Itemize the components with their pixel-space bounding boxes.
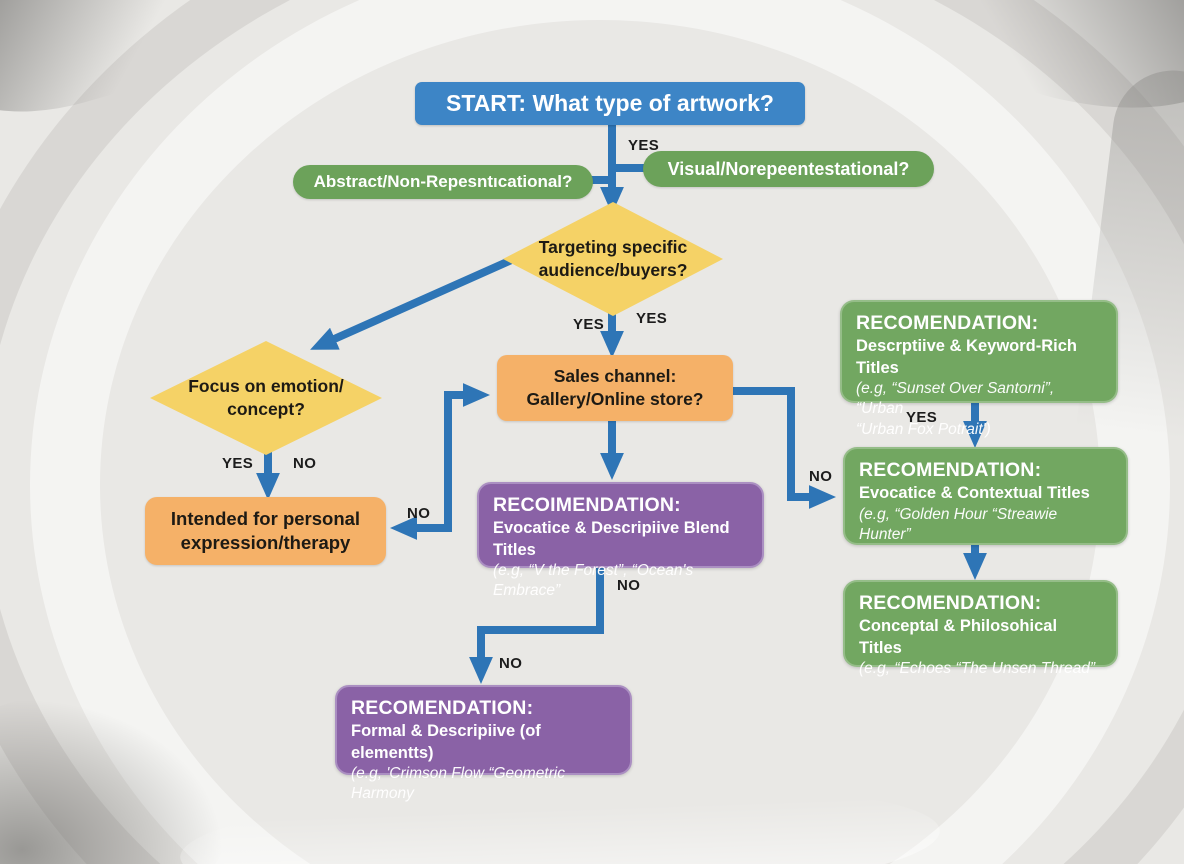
recommendation-blend-title: RECOIMENDATION: bbox=[493, 494, 681, 516]
recommendation-contextual-body: Evocatice & Contextual Titles bbox=[859, 484, 1090, 503]
recommendation-formal-title: RECOMENDATION: bbox=[351, 697, 534, 719]
label-yes-d1-left: YES bbox=[573, 316, 605, 333]
recommendation-formal-body: Formal & Descripiive (of elementts) bbox=[351, 722, 541, 762]
decision-targeting-line2: audience/buyers? bbox=[538, 260, 688, 280]
recommendation-conceptual-title: RECOMENDATION: bbox=[859, 592, 1042, 614]
branch-visual-node: Visual/Norepeentestational? bbox=[643, 151, 934, 187]
recommendation-contextual-node: RECOMENDATION: Evocatice & Contextual Ti… bbox=[843, 447, 1128, 545]
label-no-sales: NO bbox=[809, 468, 833, 485]
recommendation-blend-example: (e.g, “V the Forest”, “Ocean's Embrace” bbox=[493, 562, 694, 600]
recommendation-keyword-title: RECOMENDATION: bbox=[856, 312, 1039, 334]
personal-expression-node: Intended for personal expression/therapy bbox=[145, 497, 386, 565]
label-yes-top: YES bbox=[628, 137, 660, 154]
label-no-d2: NO bbox=[293, 455, 317, 472]
decision-focus-line1: Focus on emotion/ bbox=[188, 376, 344, 397]
decision-targeting-line1: Targeting specific bbox=[538, 237, 688, 258]
arrow-rec-blend-no-to-formal bbox=[469, 564, 604, 684]
recommendation-conceptual-example: (e.g, “Echoes “The Unsen Thread” bbox=[859, 660, 1096, 678]
sales-channel-line2: Gallery/Online store? bbox=[526, 389, 704, 409]
label-no-rec-blend: NO bbox=[617, 577, 641, 594]
recommendation-keyword-body: Descrptiive & Keyword-Rich Titles bbox=[856, 337, 1077, 377]
recommendation-keyword-node: RECOMENDATION: Descrptiive & Keyword-Ric… bbox=[840, 300, 1118, 438]
branch-abstract-node: Abstract/Non-Repesntıcational? bbox=[293, 165, 593, 199]
recommendation-blend-node: RECOIMENDATION: Evocatice & Descripiive … bbox=[477, 482, 764, 599]
recommendation-formal-example: (e.g, 'Crimson Flow “Geometric Harmony bbox=[351, 765, 565, 803]
personal-expression-line1: Intended for personal bbox=[170, 507, 361, 529]
recommendation-conceptual-body: Conceptal & Philosohical Titles bbox=[859, 617, 1058, 657]
start-label: START: What type of artwork? bbox=[446, 90, 774, 116]
recommendation-keyword-example2: “Urban Fox Potrait') bbox=[856, 420, 991, 438]
label-no-rec-formal: NO bbox=[499, 655, 523, 672]
recommendation-contextual-example: (e.g, “Golden Hour “Streawie Hunter” bbox=[859, 505, 1058, 543]
recommendation-conceptual-node: RECOMENDATION: Conceptal & Philosohical … bbox=[843, 580, 1118, 677]
label-yes-d2: YES bbox=[222, 455, 254, 472]
sales-channel-node: Sales channel: Gallery/Online store? bbox=[497, 355, 733, 421]
arrow-targeting-to-focus bbox=[310, 256, 513, 350]
arrow-elbow-to-sales bbox=[444, 383, 490, 532]
arrow-sales-no-to-rec-contextual bbox=[729, 387, 836, 509]
recommendation-formal-node: RECOMENDATION: Formal & Descripiive (of … bbox=[335, 685, 632, 802]
label-yes-d1-right: YES bbox=[636, 310, 668, 327]
branch-visual-label: Visual/Norepeentestational? bbox=[667, 158, 910, 179]
personal-expression-line2: expression/therapy bbox=[180, 532, 351, 553]
recommendation-contextual-title: RECOMENDATION: bbox=[859, 459, 1042, 481]
recommendation-blend-body: Evocatice & Descripiive Blend Titles bbox=[493, 519, 730, 559]
branch-abstract-label: Abstract/Non-Repesntıcational? bbox=[313, 172, 573, 191]
label-no-personal: NO bbox=[407, 505, 431, 522]
start-node: START: What type of artwork? bbox=[415, 82, 805, 125]
sales-channel-line1: Sales channel: bbox=[553, 366, 677, 387]
decision-focus-line2: concept? bbox=[227, 399, 305, 419]
label-yes-rec: YES bbox=[906, 409, 938, 426]
recommendation-keyword-example1: (e.g, “Sunset Over Santorni”, “Urban bbox=[856, 380, 1055, 418]
